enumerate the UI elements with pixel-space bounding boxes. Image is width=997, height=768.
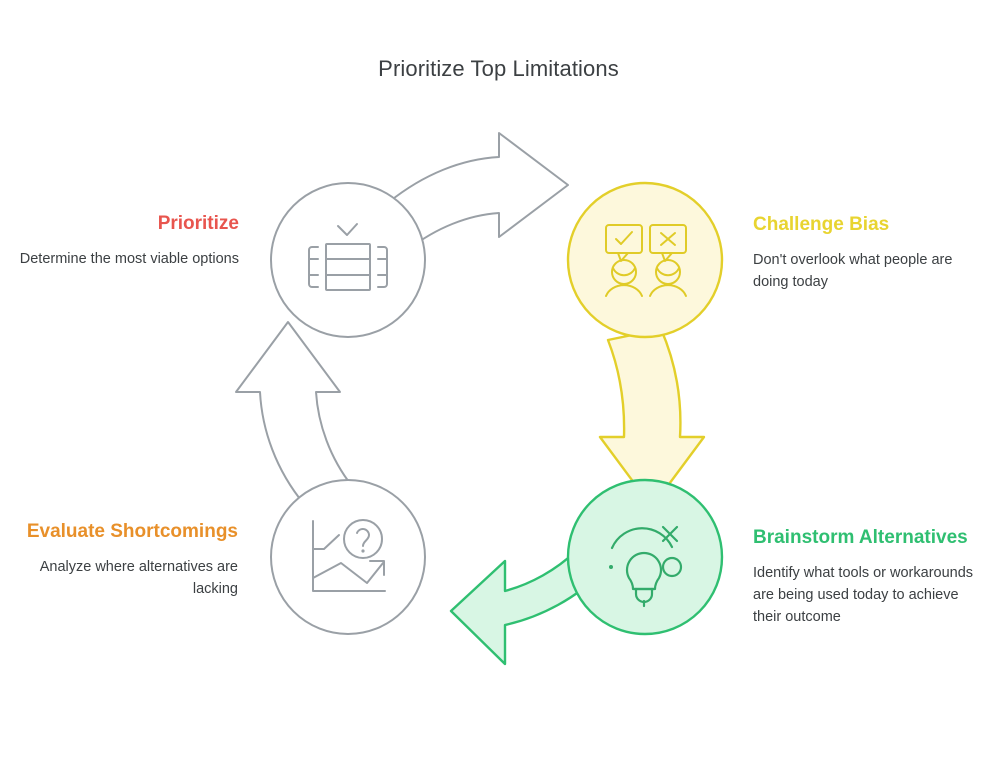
step-description-brainstorm-alternatives: Identify what tools or workarounds are b… <box>753 564 974 626</box>
step-circle-prioritize[interactable] <box>270 182 426 338</box>
step-circle-brainstorm-alternatives[interactable] <box>566 478 724 636</box>
step-label-brainstorm-alternatives: Brainstorm Alternatives Identify what to… <box>753 524 985 629</box>
arrow-evaluate-to-prioritize <box>235 321 353 505</box>
step-heading-evaluate-shortcomings: Evaluate Shortcomings <box>26 521 238 542</box>
step-circle-evaluate-shortcomings[interactable] <box>270 479 426 635</box>
checklist-stack-icon <box>308 223 388 291</box>
step-description-prioritize: Determine the most viable options <box>19 250 239 267</box>
step-description-evaluate-shortcomings: Analyze where alternatives are lacking <box>39 558 238 598</box>
step-description-challenge-bias: Don't overlook what people are doing tod… <box>753 251 953 291</box>
step-heading-brainstorm-alternatives: Brainstorm Alternatives <box>753 527 968 548</box>
step-label-evaluate-shortcomings: Evaluate Shortcomings Analyze where alte… <box>0 518 238 600</box>
step-heading-challenge-bias: Challenge Bias <box>753 214 890 235</box>
two-people-speech-bubbles-icon <box>605 224 687 297</box>
step-heading-prioritize: Prioritize <box>157 213 239 234</box>
arrow-brainstorm-to-evaluate <box>449 549 606 666</box>
arrow-prioritize-to-challenge <box>388 132 569 250</box>
chart-question-icon <box>312 519 386 592</box>
step-label-prioritize: Prioritize Determine the most viable opt… <box>0 210 239 270</box>
page-title: Prioritize Top Limitations <box>378 56 619 81</box>
lightbulb-idea-icon <box>609 525 683 608</box>
step-label-challenge-bias: Challenge Bias Don't overlook what peopl… <box>753 211 983 293</box>
step-circle-challenge-bias[interactable] <box>566 181 724 339</box>
